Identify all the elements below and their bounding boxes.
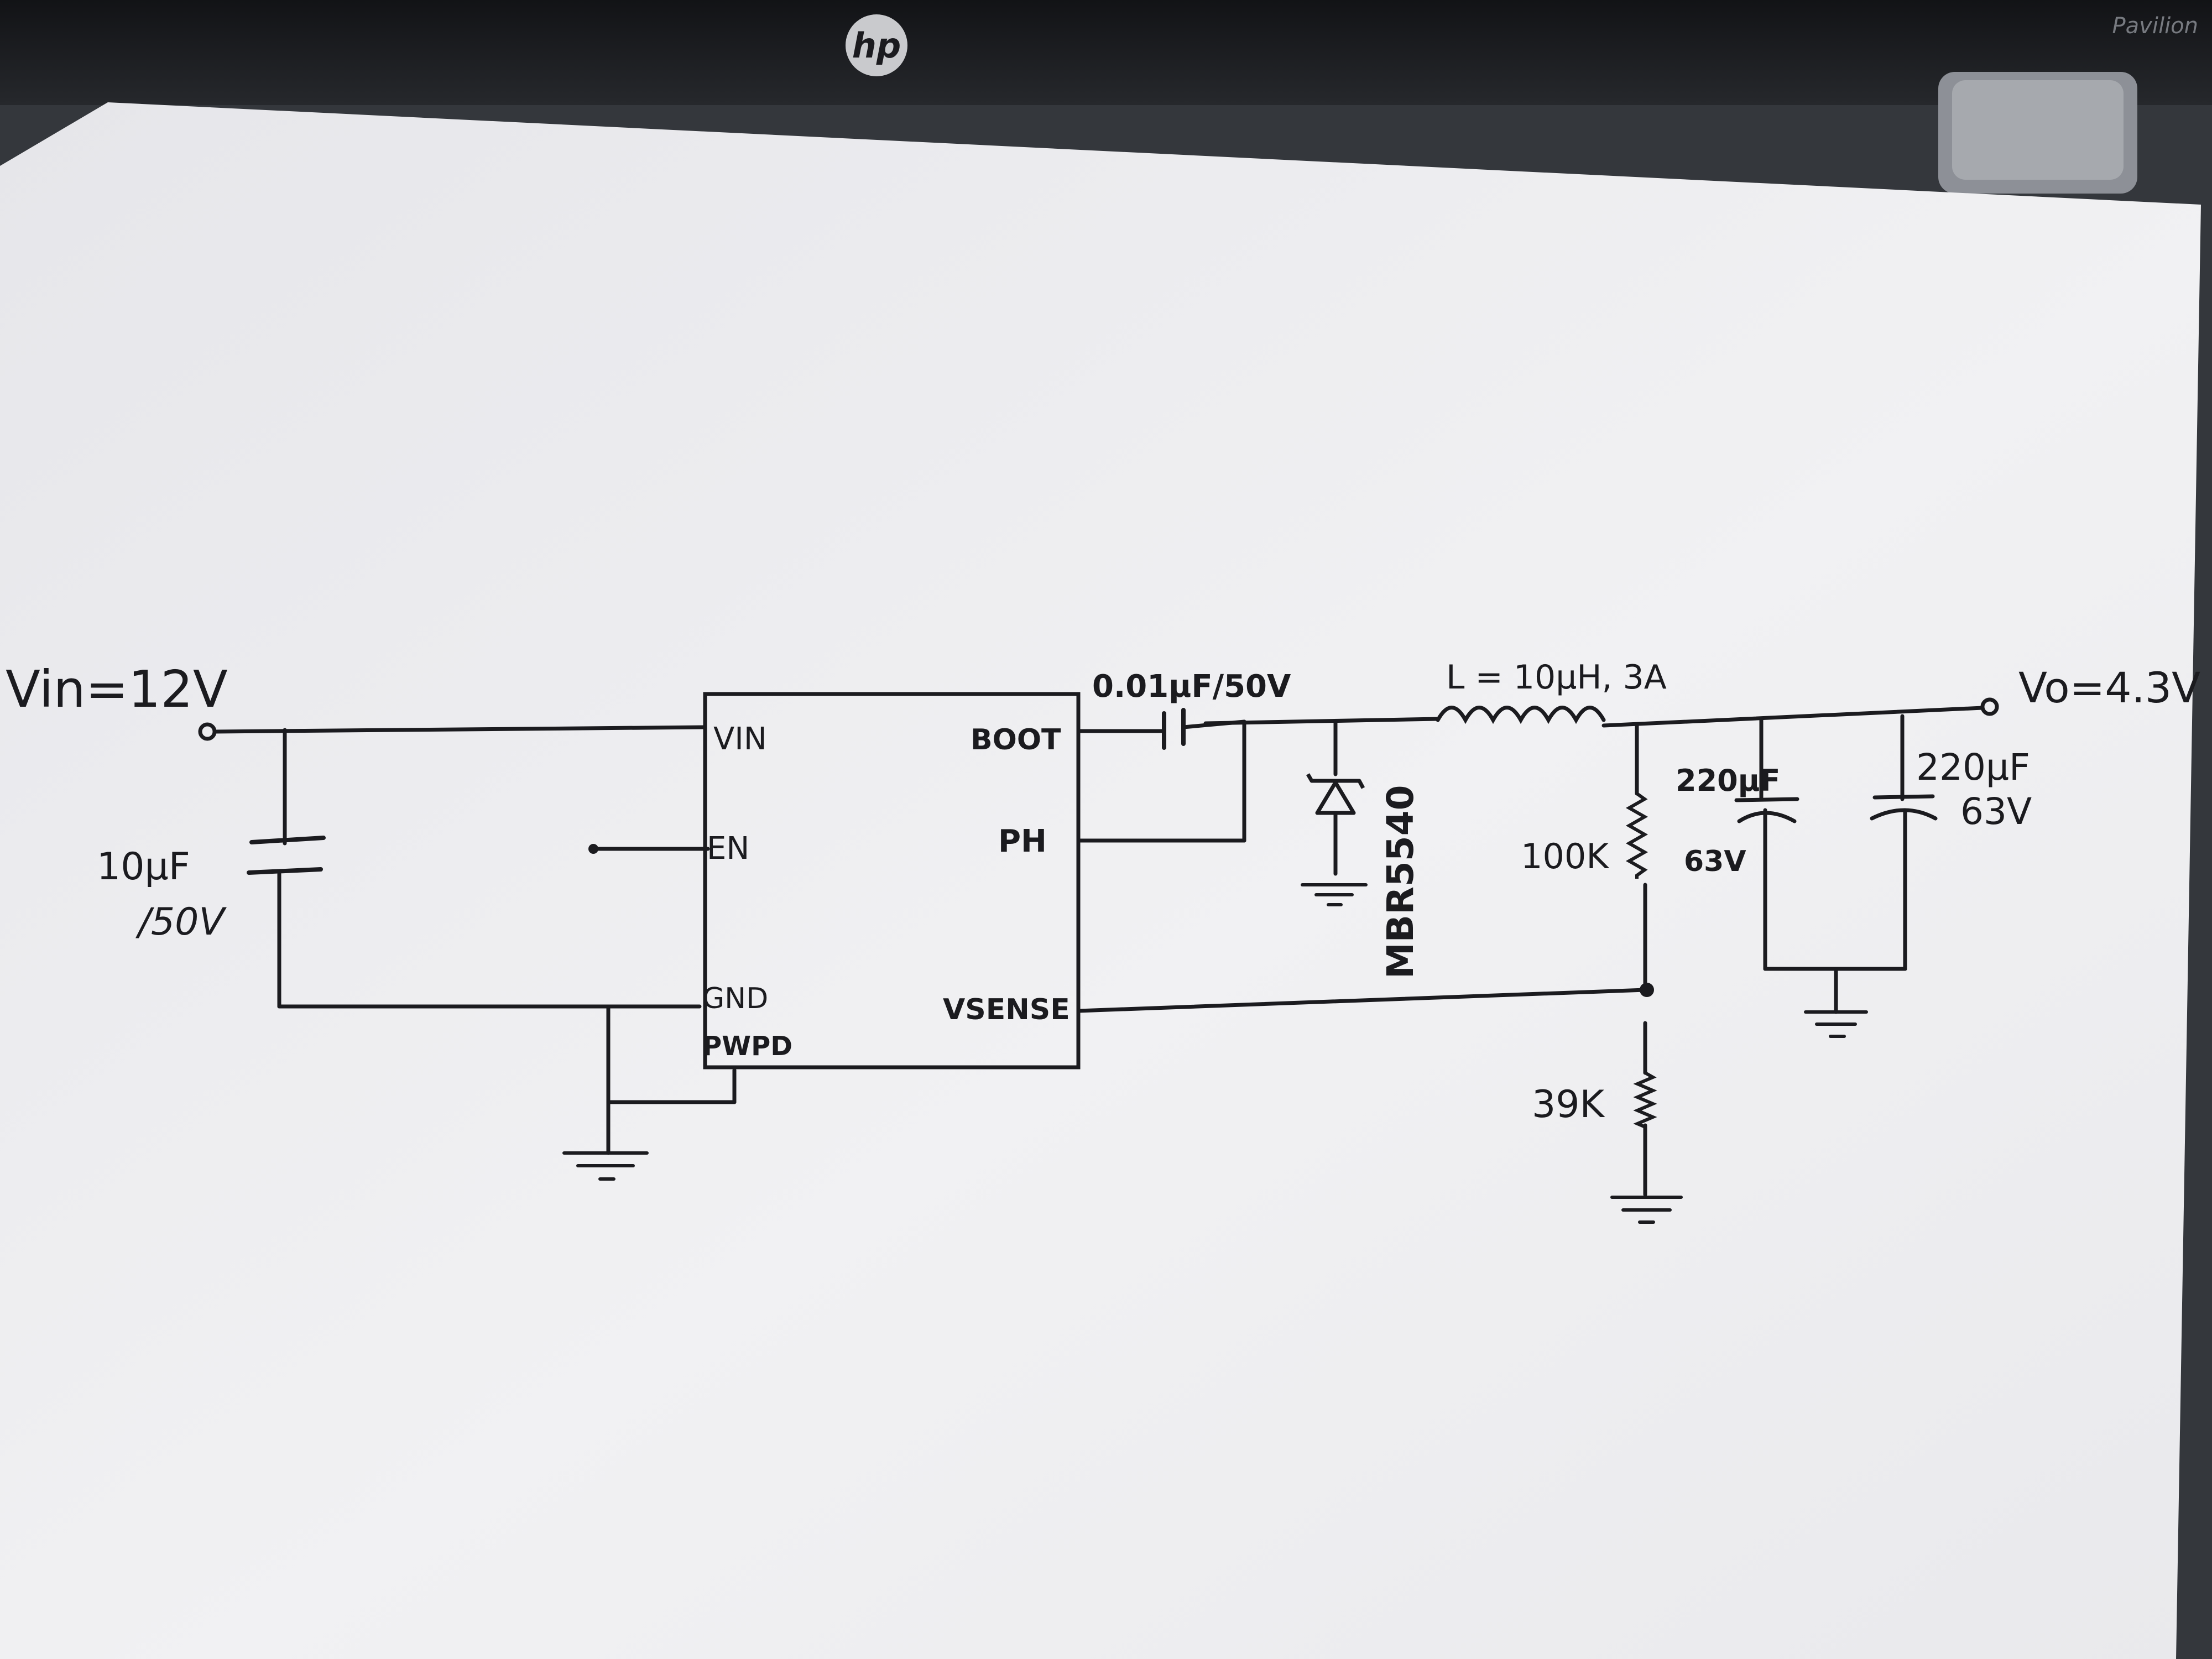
r-bottom-label: 39K — [1532, 1083, 1606, 1126]
schottky-diode-icon — [1306, 773, 1365, 815]
pin-en-label: EN — [707, 831, 749, 867]
laptop-model-text: Pavilion — [2112, 13, 2198, 39]
output-capacitor-1-icon — [1734, 797, 1799, 823]
buck-converter-ic — [703, 692, 1081, 1070]
input-cap-value: 10μF — [97, 845, 190, 889]
pin-gnd-label: GND — [702, 982, 768, 1015]
vin-label: Vin=12V — [6, 660, 228, 719]
r-top-label: 100K — [1521, 836, 1609, 877]
circuit-wiring — [213, 706, 1985, 1197]
resistor-100k-icon — [1625, 792, 1648, 879]
diode-label: MBR5540 — [1379, 785, 1422, 979]
out-cap2-rating: 63V — [1960, 790, 2032, 833]
pin-boot-label: BOOT — [971, 723, 1061, 757]
pin-pwpd-label: PWPD — [702, 1031, 792, 1062]
paper-sheet — [0, 102, 2201, 1659]
input-cap-rating: /50V — [135, 900, 227, 944]
inductor-icon — [1436, 706, 1606, 724]
inductor-label: L = 10μH, 3A — [1446, 658, 1667, 697]
pin-vsense-label: VSENSE — [943, 993, 1070, 1026]
ground-icon — [1301, 883, 1368, 906]
resistor-39k-icon — [1633, 1071, 1657, 1129]
ground-icon — [1610, 1196, 1683, 1224]
pin-ph-label: PH — [998, 823, 1047, 859]
vout-terminal-icon — [1980, 697, 1999, 716]
pin-vin-label: VIN — [713, 721, 767, 757]
out-cap1-value: 220μF — [1676, 763, 1780, 798]
en-terminal-icon — [588, 844, 598, 854]
input-capacitor-icon — [247, 836, 326, 875]
out-cap2-value: 220μF — [1916, 746, 2030, 789]
hp-logo-icon: hp — [846, 14, 907, 76]
vout-label: Vo=4.3V — [2018, 663, 2200, 712]
brand-logo-text: hp — [852, 25, 901, 66]
boot-cap-label: 0.01μF/50V — [1092, 669, 1291, 705]
boot-capacitor-icon — [1162, 708, 1186, 750]
vsense-junction-icon — [1640, 983, 1654, 997]
ground-icon — [1804, 1010, 1868, 1038]
ground-icon — [562, 1151, 649, 1181]
vin-terminal-icon — [198, 722, 217, 741]
output-capacitor-2-icon — [1870, 794, 1938, 821]
out-cap1-rating: 63V — [1684, 845, 1746, 878]
